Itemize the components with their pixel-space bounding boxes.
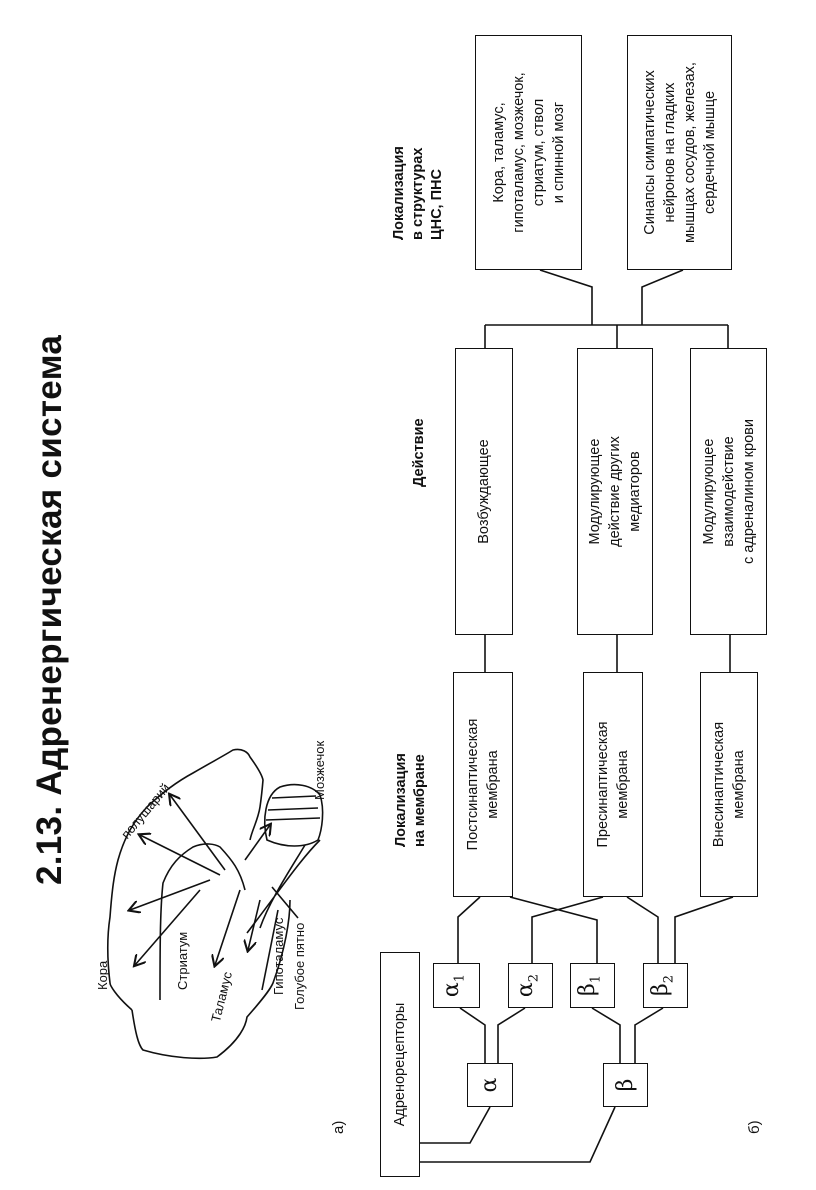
- box-text: Кора, таламус,: [490, 102, 507, 203]
- box-text: Синапсы симпатических: [641, 70, 658, 235]
- box-text: β1: [575, 975, 606, 996]
- header-line: Локализация: [391, 146, 407, 240]
- projection-arrow: [215, 889, 241, 965]
- symbol: β: [648, 983, 674, 996]
- subscript: 1: [588, 975, 604, 984]
- box-text: Возбуждающее: [476, 439, 492, 544]
- action-modulating-adrenaline: Модулирующее взаимодействие с адреналино…: [690, 348, 767, 635]
- connector: [539, 269, 593, 325]
- pointer-hypothalamus: [261, 909, 279, 991]
- box-text: Постсинаптическая: [465, 718, 481, 851]
- connector: [420, 1106, 616, 1163]
- box-text: мембрана: [485, 750, 501, 819]
- connector: [497, 1007, 526, 1063]
- receptor-subtype-alpha1: α1: [433, 963, 480, 1008]
- box-text: Пресинаптическая: [595, 721, 611, 848]
- localization-pns: Синапсы симпатических нейронов на гладки…: [627, 35, 732, 270]
- striatum-curve: [159, 843, 246, 1001]
- projection-arrow: [135, 889, 201, 965]
- hemisphere-outline: [106, 748, 264, 1011]
- box-text: мышцах сосудов, железах,: [681, 62, 698, 243]
- membrane-postsynaptic: Постсинаптическая мембрана: [453, 672, 513, 897]
- projection-arrow: [244, 825, 270, 861]
- box-text: α2: [513, 973, 544, 998]
- connector: [641, 269, 684, 325]
- box-text: и спинной мозг: [550, 101, 567, 204]
- header-line: Действие: [411, 418, 427, 487]
- connector: [591, 1007, 621, 1063]
- membrane-extrasynaptic: Внесинаптическая мембрана: [700, 672, 758, 897]
- box-text: мембрана: [731, 750, 747, 819]
- symbol: α: [439, 982, 465, 998]
- cerebellum: [264, 783, 324, 847]
- box-text: с адреналином крови: [740, 419, 757, 564]
- connector: [674, 896, 734, 963]
- cerebellum-folia: [265, 795, 321, 821]
- connector: [509, 896, 598, 963]
- projection-arrow: [130, 879, 211, 910]
- projection-arrow: [140, 835, 221, 876]
- box-text: Адренорецепторы: [392, 1002, 408, 1127]
- box-text: Модулирующее: [700, 438, 717, 545]
- header-line: на мембране: [412, 754, 428, 847]
- box-text: медиаторов: [627, 451, 643, 532]
- adrenoreceptors-box: Адренорецепторы: [380, 952, 420, 1177]
- connector: [634, 1007, 664, 1063]
- header-line: в структурах: [410, 147, 426, 240]
- action-excitatory: Возбуждающее: [455, 348, 513, 635]
- lower-outline: [131, 899, 291, 1060]
- symbol: α: [513, 982, 539, 998]
- box-text: Внесинаптическая: [711, 721, 727, 848]
- box-text: взаимодействие: [720, 436, 737, 547]
- box-text: стриатум, ствол: [530, 98, 547, 207]
- header-line: ЦНС, ПНС: [429, 169, 445, 240]
- box-text: мембрана: [615, 750, 631, 819]
- connector: [457, 896, 481, 963]
- box-text: Модулирующее: [587, 438, 603, 545]
- connector: [531, 896, 604, 963]
- box-text: сердечной мышце: [701, 90, 718, 215]
- brainstem: [246, 839, 321, 934]
- membrane-presynaptic: Пресинаптическая мембрана: [583, 672, 643, 897]
- header-line: Локализация: [393, 753, 409, 847]
- receptor-subtype-beta1: β1: [570, 963, 615, 1008]
- projection-arrow: [248, 899, 261, 950]
- receptor-subtype-alpha2: α2: [508, 963, 553, 1008]
- box-text: действие других: [607, 436, 623, 547]
- connector: [420, 1106, 491, 1144]
- header-action: Действие: [410, 418, 429, 487]
- subscript: 2: [661, 975, 677, 984]
- connector: [626, 896, 659, 963]
- receptor-type-beta: β: [603, 1063, 648, 1107]
- receptor-type-alpha: α: [467, 1063, 513, 1107]
- symbol: β: [575, 983, 601, 996]
- connector: [459, 1007, 486, 1063]
- receptor-subtype-beta2: β2: [643, 963, 688, 1008]
- box-text: β2: [648, 975, 679, 996]
- action-modulating-mediators: Модулирующее действие других медиаторов: [577, 348, 653, 635]
- box-text: β: [612, 1078, 638, 1092]
- projection-arrow: [170, 795, 226, 871]
- header-membrane: Локализация на мембране: [392, 753, 430, 847]
- box-text: α1: [439, 973, 470, 998]
- pointer-locus: [271, 886, 299, 919]
- box-text: α: [477, 1077, 502, 1093]
- header-structures: Локализация в структурах ЦНС, ПНС: [390, 146, 447, 240]
- box-text: нейронов на гладких: [661, 82, 678, 223]
- localization-cns: Кора, таламус, гипоталамус, мозжечок, ст…: [475, 35, 582, 270]
- subscript: 2: [526, 973, 542, 983]
- subscript: 1: [452, 973, 468, 983]
- box-text: гипоталамус, мозжечок,: [510, 72, 527, 233]
